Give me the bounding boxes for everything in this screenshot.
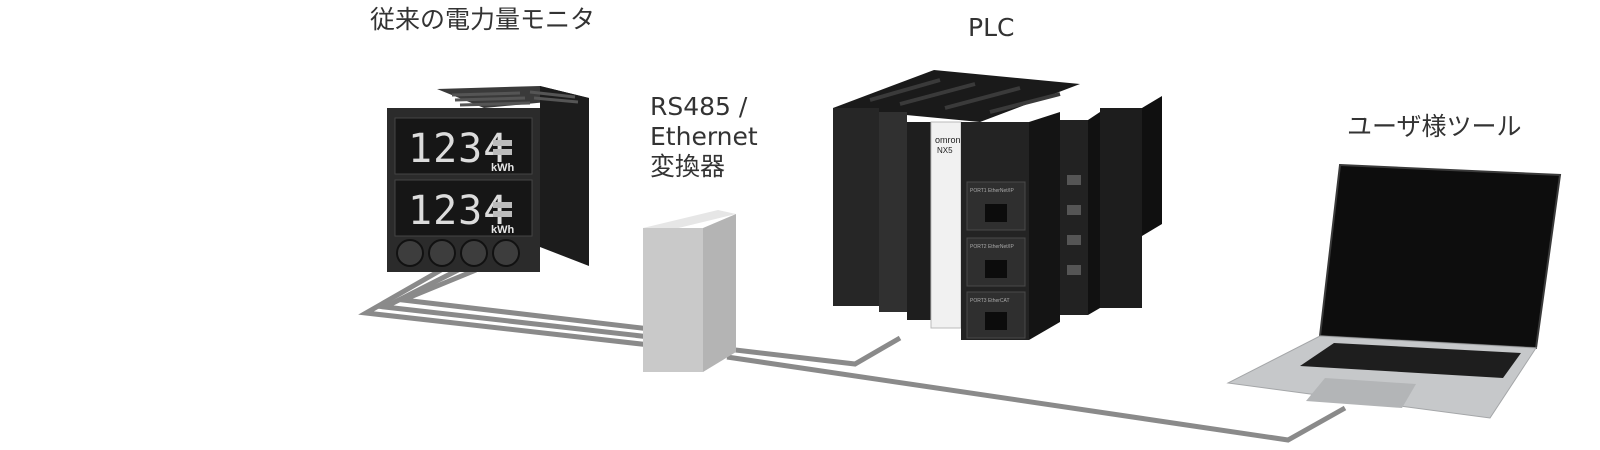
cable-monitor-to-converter-3 <box>393 267 651 332</box>
cable-monitor-to-converter-2 <box>376 263 651 340</box>
plc-device: omron NX5 PORT1 EtherNet/IP PORT2 EtherN… <box>833 70 1162 340</box>
svg-text:PORT2 EtherNet/IP: PORT2 EtherNet/IP <box>970 244 1014 250</box>
plc-port-2: PORT2 EtherNet/IP <box>966 237 1026 287</box>
cable-monitor-to-converter-1 <box>358 259 651 348</box>
power-monitor-device: 1234 kWh 1234 kWh <box>387 86 589 272</box>
laptop-screen <box>1318 163 1562 350</box>
converter-label-line3: 変換器 <box>650 152 726 181</box>
monitor-button-3 <box>460 239 488 267</box>
svg-text:PORT3 EtherCAT: PORT3 EtherCAT <box>970 298 1010 304</box>
laptop <box>1226 163 1562 419</box>
plc-brand: omron <box>935 135 961 145</box>
laptop-keyboard <box>1300 343 1521 378</box>
svg-text:PORT1 EtherNet/IP: PORT1 EtherNet/IP <box>970 188 1014 194</box>
display-row2-unit: kWh <box>491 224 515 236</box>
monitor-button-1 <box>396 239 424 267</box>
plc-port-1: PORT1 EtherNet/IP <box>966 181 1026 231</box>
display-row2-value: 1234 <box>408 188 508 234</box>
plc-label: PLC <box>968 13 1015 42</box>
cable-group <box>358 259 1347 443</box>
laptop-trackpad <box>1306 378 1416 408</box>
power-monitor-label: 従来の電力量モニタ <box>370 5 596 34</box>
user-tool-label: ユーザ様ツール <box>1347 112 1522 141</box>
converter-device <box>643 210 736 372</box>
converter-label-line1: RS485 / <box>650 92 748 121</box>
cable-converter-to-plc <box>726 335 902 367</box>
plc-model: NX5 <box>937 146 953 155</box>
display-row1-value: 1234 <box>408 126 508 172</box>
converter-label: RS485 / Ethernet 変換器 <box>650 92 758 182</box>
plc-port-3: PORT3 EtherCAT <box>966 291 1026 339</box>
display-row1-unit: kWh <box>491 162 515 174</box>
monitor-button-2 <box>428 239 456 267</box>
converter-label-line2: Ethernet <box>650 122 758 151</box>
cable-converter-to-laptop <box>726 354 1347 443</box>
monitor-button-4 <box>492 239 520 267</box>
